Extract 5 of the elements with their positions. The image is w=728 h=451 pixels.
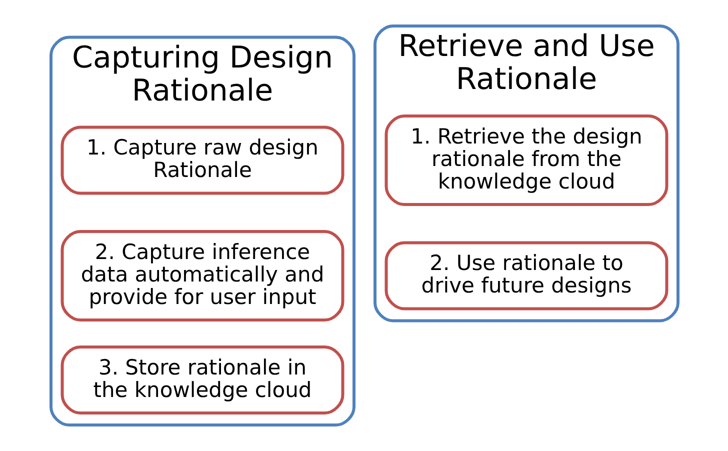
node-box: 1. Retrieve the design rationale from the knowledge cloud: [384, 114, 668, 206]
node-box: 1. Capture raw design Rationale: [60, 126, 344, 195]
node-box: 2. Use rationale to drive future designs: [384, 241, 668, 310]
node-box: 2. Capture inference data automatically and provide for user input: [60, 230, 344, 322]
node-box: 3. Store rationale in the knowledge cloud: [60, 346, 344, 414]
